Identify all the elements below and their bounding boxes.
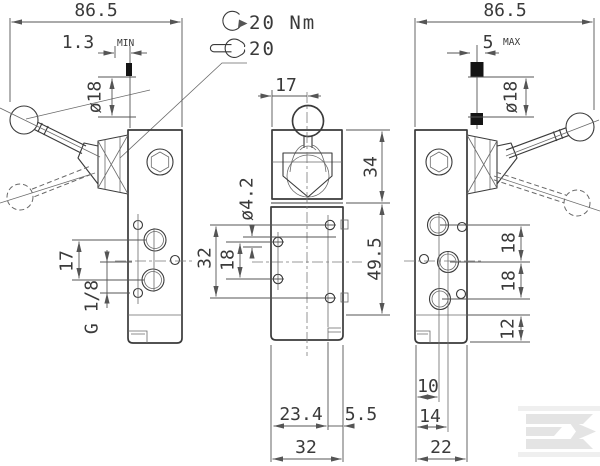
body-foot-notch [128, 330, 148, 343]
dim-body-depth-text: 22 [430, 437, 452, 458]
lever-handle-left [9, 105, 87, 154]
dim-lever-offset-text: 17 [275, 75, 297, 96]
mounting-nut-right [466, 134, 498, 195]
left-side-view: 86.5 1.3 MIN ø18 17 [0, 0, 192, 344]
kramp-logo-watermark [518, 406, 600, 457]
port-small-right-1 [456, 221, 468, 233]
front-view: 17 ø4.2 18 32 34 [195, 75, 390, 462]
lever-ball-front [291, 104, 325, 138]
lever-phantom-right [493, 171, 600, 217]
dim-mount-hole-diameter: ø4.2 [237, 177, 336, 259]
dim-lever-offset: 17 [258, 75, 321, 127]
dim-knob-diameter-right: ø18 [468, 76, 534, 118]
dim-mount-hole-span-text: 32 [195, 247, 216, 269]
dim-port-pitch-lower: 18 [442, 263, 530, 300]
dim-port-pitch-upper: 18 [440, 224, 530, 263]
stroke-mark-right-lower [470, 113, 483, 125]
torque-value-label: 20 Nm [249, 12, 316, 34]
dim-foot-offset-text: 23.4 [279, 404, 322, 425]
torque-icon [222, 10, 248, 31]
dim-base-height: 12 [467, 314, 530, 343]
wrench-icon [209, 38, 246, 58]
right-side-view: 86.5 5 MAX ø18 18 18 [404, 0, 600, 462]
hex-socket-plug-right [425, 148, 453, 176]
dim-overall-length-left-text: 86.5 [74, 0, 117, 21]
port-large-upper [143, 228, 167, 252]
dim-port-axis-offset-text: 10 [417, 376, 439, 397]
dim-lever-play-right: 5 MAX [447, 32, 520, 129]
dim-base-height-text: 12 [498, 318, 519, 340]
dim-knob-diameter-right-text: ø18 [501, 81, 522, 114]
dim-knob-diameter-left: ø18 [85, 76, 136, 118]
dim-port-pitch-lower-text: 18 [499, 270, 520, 292]
valve-body-left [127, 129, 183, 344]
dim-body-height-text: 49.5 [365, 237, 386, 280]
dim-overall-length-right: 86.5 [414, 0, 595, 127]
port-large-lower [141, 268, 165, 292]
dim-port-pitch-upper-text: 18 [499, 232, 520, 254]
valve-body-front [270, 206, 344, 341]
mounting-nut-front [282, 152, 333, 198]
dim-body-width: 32 [272, 437, 342, 462]
dim-body-width-text: 32 [295, 437, 317, 458]
thread-callout: G 1/8 [82, 250, 132, 334]
dim-lever-play-left-qualifier: MIN [117, 38, 134, 49]
lever-stem-front [303, 136, 313, 148]
dim-body-depth: 22 [417, 437, 466, 462]
dim-port-spacing-left-text: 17 [57, 250, 78, 272]
lever-handle-right [505, 112, 595, 159]
dim-center-port-offset: 14 [417, 406, 447, 430]
dim-center-port-offset-text: 14 [419, 406, 441, 427]
port-small-right-3 [455, 288, 467, 300]
valve-body-right [414, 129, 468, 344]
dim-mount-hole-span: 32 [195, 224, 336, 299]
dim-mount-hole-pitch-text: 18 [218, 249, 239, 271]
lever-hub-right [496, 142, 518, 185]
dim-mount-hole-pitch: 18 [218, 241, 284, 280]
dim-lever-play-right-qualifier: MAX [503, 37, 520, 48]
lever-ball-right [565, 112, 595, 142]
lever-ball-left [9, 105, 39, 135]
stroke-mark-right-upper [470, 62, 484, 77]
body-foot-notch-front [327, 327, 341, 340]
dim-lever-play-right-text: 5 [483, 32, 494, 53]
wrench-size-label: 20 [249, 38, 276, 60]
dim-foot-edge-text: 5.5 [345, 404, 378, 425]
port-small-right-2 [418, 253, 430, 265]
dim-knob-diameter-left-text: ø18 [85, 81, 106, 114]
mounting-nut-left [97, 134, 129, 195]
lever-hub-left [77, 142, 99, 185]
hex-socket-plug [146, 148, 174, 176]
dim-overall-length-right-text: 86.5 [483, 0, 526, 21]
lever-phantom-left [0, 166, 96, 211]
dim-head-height: 34 [346, 129, 390, 204]
body-foot-notch-right [415, 330, 431, 343]
dim-overall-length-left: 86.5 [9, 0, 183, 127]
torque-callout: 20 Nm 20 [119, 10, 316, 159]
dim-body-height: 49.5 [346, 204, 390, 316]
dim-lever-play-left: 1.3 MIN [62, 32, 147, 128]
dim-port-axis-offset: 10 [415, 345, 468, 462]
dim-port-spacing-left: 17 [57, 239, 146, 281]
dim-lever-play-left-text: 1.3 [62, 32, 95, 53]
port-small-2 [169, 254, 181, 266]
thread-callout-text: G 1/8 [82, 280, 103, 334]
dim-foot-offset: 23.4 5.5 [270, 342, 378, 462]
callout-leader-line [119, 62, 247, 159]
dim-mount-hole-diameter-text: ø4.2 [237, 177, 258, 220]
stroke-mark-left [126, 63, 132, 76]
dim-head-height-text: 34 [361, 156, 382, 178]
